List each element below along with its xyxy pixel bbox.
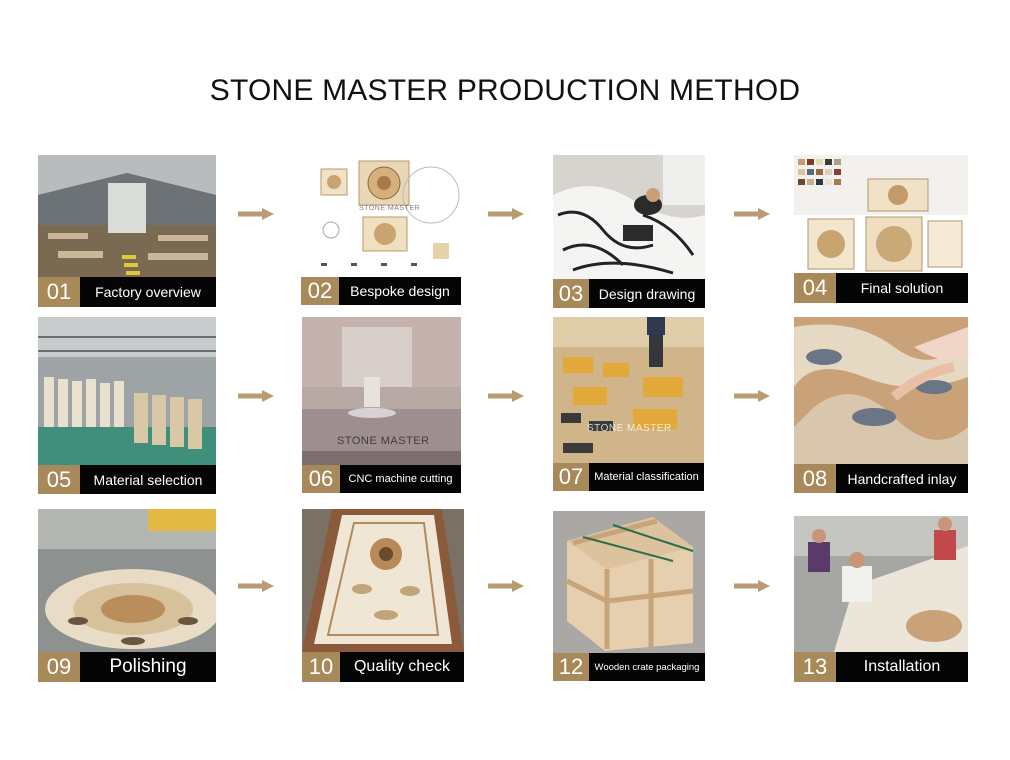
- step-number: 05: [38, 465, 80, 494]
- page-title: STONE MASTER PRODUCTION METHOD: [209, 74, 801, 107]
- watermark: STONE MASTER: [337, 435, 430, 447]
- step-caption: Handcrafted inlay: [836, 464, 968, 493]
- wooden-crate-photo: [553, 511, 705, 653]
- polishing-photo: [38, 509, 216, 652]
- watermark: STONE MASTER: [587, 423, 672, 434]
- watermark: STONE MASTER: [359, 205, 421, 212]
- step-number: 03: [553, 279, 589, 308]
- step-label: 07 Material classification: [553, 463, 704, 491]
- step-card-09: 09 Polishing: [38, 509, 216, 682]
- step-number: 02: [301, 277, 339, 305]
- step-number: 13: [794, 652, 836, 682]
- step-label: 10 Quality check: [302, 652, 464, 682]
- step-caption: Final solution: [836, 273, 968, 303]
- step-caption: CNC machine cutting: [340, 465, 461, 493]
- step-caption: Quality check: [340, 652, 464, 682]
- bespoke-design-photo: STONE MASTER: [301, 155, 461, 275]
- step-number: 08: [794, 464, 836, 493]
- step-label: 08 Handcrafted inlay: [794, 464, 968, 493]
- right-arrow-icon: [238, 208, 274, 220]
- right-arrow-icon: [488, 208, 524, 220]
- step-number: 12: [553, 653, 589, 681]
- step-caption: Wooden crate packaging: [589, 653, 705, 681]
- right-arrow-icon: [238, 390, 274, 402]
- step-label: 02 Bespoke design: [301, 277, 461, 305]
- step-caption: Design drawing: [589, 279, 705, 308]
- step-number: 09: [38, 652, 80, 682]
- step-card-05: 05 Material selection: [38, 317, 216, 494]
- step-label: 05 Material selection: [38, 465, 216, 494]
- step-number: 01: [38, 277, 80, 307]
- step-caption: Material classification: [589, 463, 704, 491]
- right-arrow-icon: [734, 208, 770, 220]
- step-label: 12 Wooden crate packaging: [553, 653, 705, 681]
- step-card-01: 01 Factory overview: [38, 155, 216, 307]
- step-card-06: STONE MASTER 06 CNC machine cutting: [302, 317, 461, 493]
- right-arrow-icon: [734, 580, 770, 592]
- step-label: 09 Polishing: [38, 652, 216, 682]
- step-caption: Factory overview: [80, 277, 216, 307]
- step-number: 10: [302, 652, 340, 682]
- cnc-cutting-photo: STONE MASTER: [302, 317, 461, 465]
- step-card-12: 12 Wooden crate packaging: [553, 511, 705, 681]
- step-card-03: 03 Design drawing: [553, 155, 705, 308]
- right-arrow-icon: [238, 580, 274, 592]
- material-classification-photo: STONE MASTER: [553, 317, 704, 463]
- step-card-02: STONE MASTER 02 Bespoke design: [301, 155, 461, 305]
- step-label: 13 Installation: [794, 652, 968, 682]
- step-caption: Installation: [836, 652, 968, 682]
- right-arrow-icon: [488, 580, 524, 592]
- step-caption: Polishing: [80, 652, 216, 682]
- step-number: 04: [794, 273, 836, 303]
- right-arrow-icon: [488, 390, 524, 402]
- design-drawing-photo: [553, 155, 705, 279]
- final-solution-photo: [794, 155, 968, 273]
- step-number: 06: [302, 465, 340, 493]
- step-label: 06 CNC machine cutting: [302, 465, 461, 493]
- factory-overview-photo: [38, 155, 216, 277]
- step-label: 04 Final solution: [794, 273, 968, 303]
- installation-photo: [794, 516, 968, 652]
- step-card-04: 04 Final solution: [794, 155, 968, 303]
- step-card-07: STONE MASTER 07 Material classification: [553, 317, 704, 491]
- step-label: 01 Factory overview: [38, 277, 216, 307]
- step-card-08: 08 Handcrafted inlay: [794, 317, 968, 493]
- step-label: 03 Design drawing: [553, 279, 705, 308]
- right-arrow-icon: [734, 390, 770, 402]
- step-card-13: 13 Installation: [794, 516, 968, 682]
- step-card-10: 10 Quality check: [302, 509, 464, 682]
- material-selection-photo: [38, 317, 216, 465]
- step-caption: Material selection: [80, 465, 216, 494]
- handcrafted-inlay-photo: [794, 317, 968, 464]
- quality-check-photo: [302, 509, 464, 652]
- step-number: 07: [553, 463, 589, 491]
- step-caption: Bespoke design: [339, 277, 461, 305]
